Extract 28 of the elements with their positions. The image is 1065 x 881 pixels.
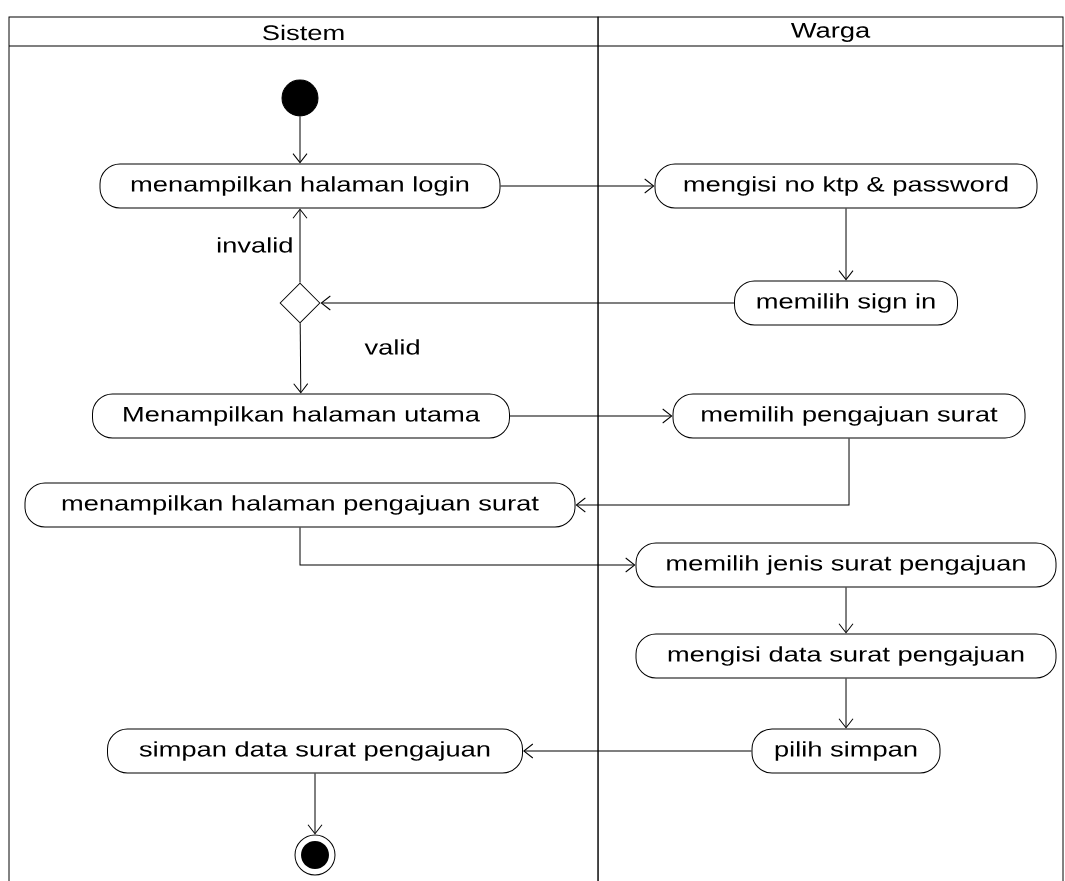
activity-box: memilih pengajuan surat	[672, 393, 1026, 439]
activity-box: mengisi data surat pengajuan	[635, 633, 1057, 679]
arrow	[838, 587, 854, 634]
arrow	[523, 743, 752, 759]
start-node	[281, 79, 319, 117]
arrow	[509, 408, 673, 424]
edge-label: valid	[364, 339, 419, 355]
end-node	[294, 834, 336, 876]
arrow	[307, 773, 323, 835]
activity-box: pilih simpan	[751, 728, 941, 774]
arrow	[320, 295, 735, 311]
activity-box: simpan data surat pengajuan	[107, 728, 523, 774]
activity-box: memilih jenis surat pengajuan	[635, 542, 1057, 588]
decision-diamond	[279, 282, 321, 324]
arrow	[292, 208, 308, 283]
arrow	[292, 116, 308, 164]
activity-box: Menampilkan halaman utama	[92, 393, 510, 439]
arrow	[838, 678, 854, 729]
activity-box: menampilkan halaman pengajuan surat	[24, 482, 576, 528]
arrow	[575, 438, 850, 513]
activity-box: menampilkan halaman login	[99, 163, 501, 209]
arrow	[500, 178, 655, 194]
activity-box: memilih sign in	[734, 280, 958, 326]
arrow	[293, 322, 309, 394]
arrow	[299, 527, 636, 573]
edge-label: invalid	[217, 237, 292, 253]
arrow	[838, 208, 854, 281]
activity-box: mengisi no ktp & password	[654, 163, 1038, 209]
